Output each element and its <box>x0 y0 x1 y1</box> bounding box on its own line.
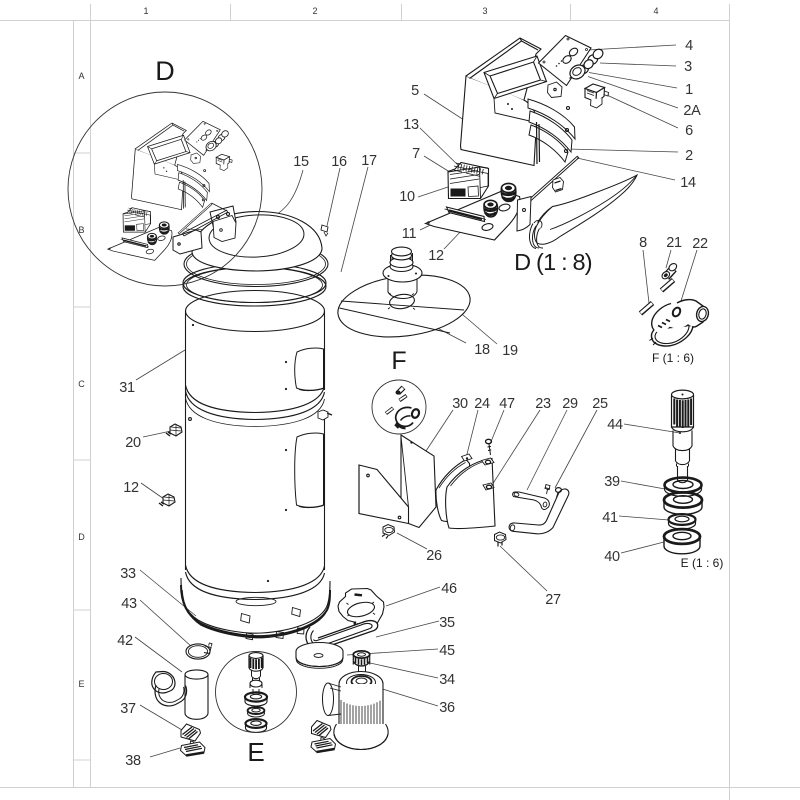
svg-text:37: 37 <box>120 701 136 717</box>
svg-text:19: 19 <box>502 343 518 359</box>
svg-text:2A: 2A <box>683 103 701 119</box>
svg-text:5: 5 <box>411 83 419 99</box>
svg-text:26: 26 <box>426 548 442 564</box>
svg-text:27: 27 <box>545 592 561 608</box>
svg-text:F (1 : 6): F (1 : 6) <box>652 351 694 365</box>
svg-text:1: 1 <box>143 6 148 16</box>
svg-text:45: 45 <box>439 643 455 659</box>
svg-text:12: 12 <box>123 480 139 496</box>
svg-text:31: 31 <box>119 380 135 396</box>
svg-text:2: 2 <box>685 148 693 164</box>
svg-text:39: 39 <box>604 474 620 490</box>
svg-text:29: 29 <box>562 396 578 412</box>
svg-text:13: 13 <box>403 117 419 133</box>
svg-text:46: 46 <box>441 581 457 597</box>
svg-text:3: 3 <box>684 59 692 75</box>
svg-text:30: 30 <box>452 396 468 412</box>
svg-text:22: 22 <box>692 236 708 252</box>
svg-text:42: 42 <box>117 633 133 649</box>
svg-text:2: 2 <box>312 6 317 16</box>
svg-text:25: 25 <box>592 396 608 412</box>
svg-text:47: 47 <box>499 396 515 412</box>
svg-text:D: D <box>78 532 85 542</box>
svg-text:4: 4 <box>685 38 693 54</box>
svg-text:1: 1 <box>685 82 693 98</box>
svg-text:17: 17 <box>361 153 377 169</box>
svg-text:20: 20 <box>125 435 141 451</box>
svg-text:E: E <box>78 679 84 689</box>
svg-text:33: 33 <box>120 566 136 582</box>
svg-text:36: 36 <box>439 700 455 716</box>
svg-text:34: 34 <box>439 672 455 688</box>
svg-text:21: 21 <box>666 235 682 251</box>
svg-text:7: 7 <box>412 146 420 162</box>
svg-text:10: 10 <box>399 189 415 205</box>
svg-text:8: 8 <box>639 235 647 251</box>
svg-text:40: 40 <box>604 549 620 565</box>
svg-text:16: 16 <box>331 154 347 170</box>
svg-text:D (1 : 8): D (1 : 8) <box>514 249 592 275</box>
svg-text:6: 6 <box>685 123 693 139</box>
svg-text:18: 18 <box>474 342 490 358</box>
svg-text:11: 11 <box>402 226 417 242</box>
svg-text:E (1 : 6): E (1 : 6) <box>681 556 724 570</box>
svg-text:C: C <box>78 379 85 389</box>
svg-text:44: 44 <box>607 417 623 433</box>
svg-text:14: 14 <box>680 175 696 191</box>
svg-text:24: 24 <box>474 396 490 412</box>
svg-text:E: E <box>247 737 264 767</box>
svg-text:41: 41 <box>602 510 618 526</box>
svg-text:D: D <box>155 56 175 86</box>
svg-text:38: 38 <box>125 753 141 769</box>
svg-text:A: A <box>78 71 84 81</box>
svg-text:43: 43 <box>121 596 137 612</box>
svg-text:12: 12 <box>428 248 444 264</box>
svg-text:15: 15 <box>293 154 309 170</box>
svg-text:3: 3 <box>482 6 487 16</box>
svg-text:B: B <box>78 225 84 235</box>
svg-text:F: F <box>391 347 406 375</box>
svg-text:23: 23 <box>535 396 551 412</box>
svg-text:4: 4 <box>653 6 658 16</box>
svg-text:35: 35 <box>439 615 455 631</box>
